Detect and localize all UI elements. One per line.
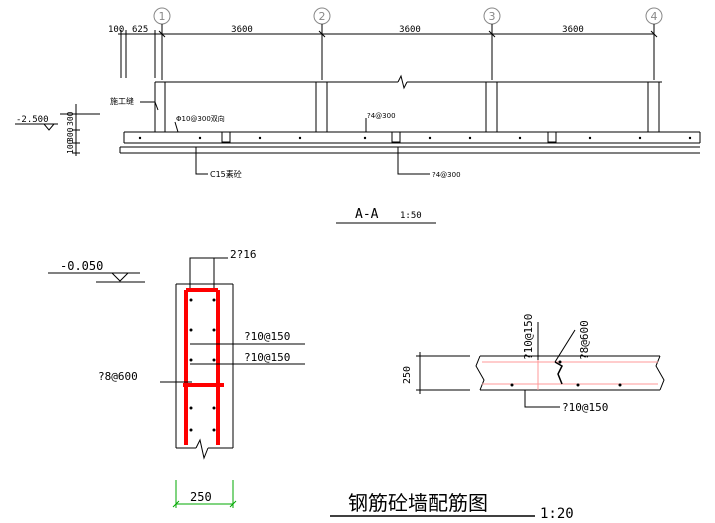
axis-label-1: 1 [159,10,166,23]
sheet-scale: 1:20 [540,506,574,522]
plan-leaders [524,322,576,408]
axis-label-2: 2 [319,10,326,23]
dim-left-300-a: 300 [66,111,75,126]
plan-rebar-dots [510,360,622,387]
top-bars-label: 2?16 [230,248,257,261]
plan-tie-bar [554,361,563,385]
label-construction-joint: 施工缝 [110,96,134,106]
section-scale: 1:50 [400,211,422,221]
axis-label-3: 3 [489,10,496,23]
wall-elevation-mark [48,272,145,283]
dim-3600-a: 3600 [231,25,253,35]
dim-100: 100 [108,25,124,35]
base-slab [119,131,701,154]
wall-width-dimension [172,480,237,508]
wall-rebar-red [183,288,224,445]
tie-label: ?8@600 [98,370,138,383]
label-bar-4-300-top: ?4@300 [367,112,396,120]
wall-outline [175,283,234,460]
label-c15: C15素砼 [210,169,242,179]
plan-bar-label-b: ?8@600 [578,320,591,360]
top-dimension-line [118,30,658,78]
wall-rebar-dots [189,298,216,432]
label-bar-10-300: Φ10@300双向 [176,114,225,123]
slab-rebar-dots [138,136,692,140]
section-leaders [140,101,430,175]
top-bar-projection [189,257,228,290]
axis-label-4: 4 [651,10,658,23]
wall-elev-label: -0.050 [60,259,103,273]
label-bar-4-300-bot: ?4@300 [432,171,461,179]
wall-top-line [155,74,662,90]
dim-left-300-b: 300 [66,127,75,142]
wall-width-label: 250 [190,490,212,504]
left-elevation-mark [15,104,100,156]
plan-bar-label-a: ?10@150 [522,314,535,360]
plan-thickness-label: 250 [402,366,413,384]
elev-minus-2500: -2.500 [16,115,49,125]
plan-bar-label-c: ?10@150 [562,401,608,414]
post-base-marks [221,132,557,143]
sheet-title-block: 钢筋砼墙配筋图 1:20 [330,491,574,522]
dim-left-100: 100 [66,139,75,154]
axis-bubbles [153,7,663,25]
wall-detail: -0.050 2?16 [48,248,305,508]
sheet-title: 钢筋砼墙配筋图 [348,491,488,515]
plan-wall-band [475,355,665,391]
stirrup-label-a: ?10@150 [244,330,290,343]
plan-detail: 250 ?10@150 ?8@600 ?10@150 [402,314,665,414]
section-aa: 1 2 3 4 100 625 3600 3600 3600 [15,7,701,224]
dim-625: 625 [132,25,148,35]
stirrup-label-b: ?10@150 [244,351,290,364]
dim-3600-c: 3600 [562,25,584,35]
dim-3600-b: 3600 [399,25,421,35]
section-title: A-A [355,207,379,222]
plan-thickness-dimension [416,352,470,394]
wall-posts [154,82,660,132]
wall-leaders [160,343,305,383]
